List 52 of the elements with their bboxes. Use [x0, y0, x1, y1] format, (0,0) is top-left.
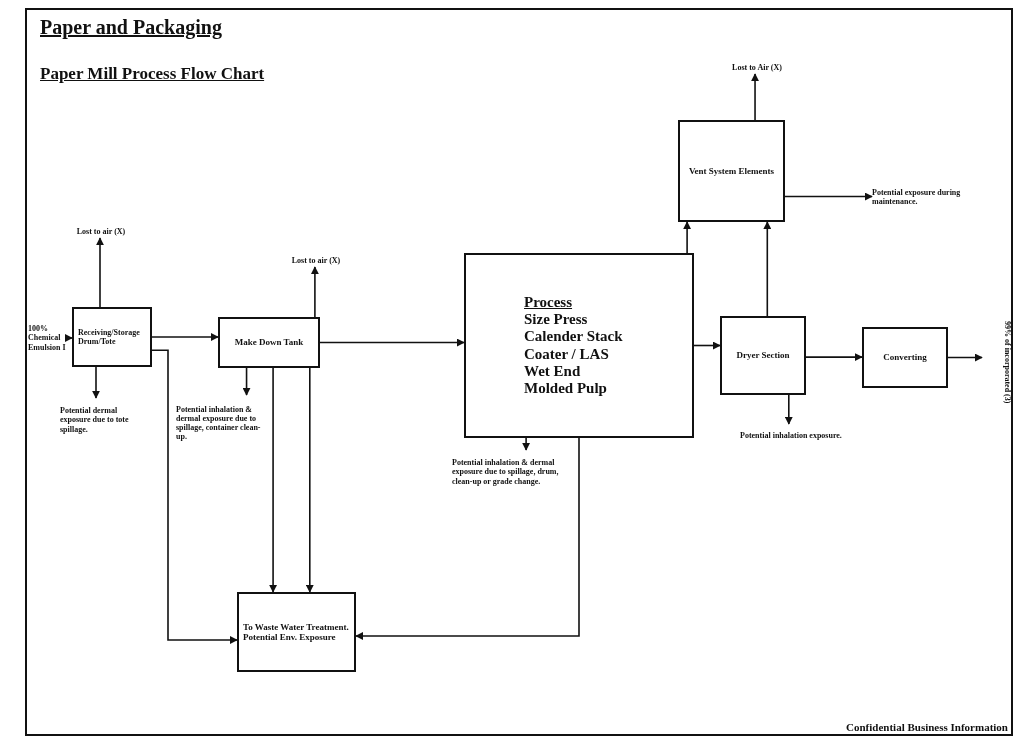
- title: Paper and Packaging: [40, 16, 222, 39]
- note-text: Potential inhalation exposure.: [740, 431, 843, 441]
- arrow: [355, 437, 580, 640]
- note-text: Lost to air (X): [75, 227, 127, 237]
- arrow: [269, 367, 278, 593]
- process-box: [862, 327, 948, 388]
- box-label: Size Press: [524, 311, 588, 329]
- note-text: Lost to Air (X): [731, 63, 783, 73]
- arrow: [784, 394, 793, 425]
- subtitle: Paper Mill Process Flow Chart: [40, 64, 265, 84]
- arrow: [96, 237, 104, 308]
- footer-note: Confidential Business Information: [846, 721, 1008, 733]
- process-box: [72, 307, 152, 367]
- arrow: [751, 73, 760, 121]
- arrow: [683, 221, 692, 254]
- arrow: [805, 353, 863, 362]
- box-label: Coater / LAS: [524, 345, 609, 363]
- box-heading: Process: [524, 293, 573, 311]
- arrow: [151, 349, 238, 644]
- box-label: Wet End: [524, 362, 581, 380]
- arrow: [151, 333, 219, 341]
- arrow: [310, 266, 319, 318]
- arrow: [784, 192, 873, 201]
- note-text: Potential dermal exposure due to tote spillage.: [60, 406, 130, 434]
- note-text: 99% of incorporated (3): [1002, 320, 1012, 404]
- process-box: [678, 120, 785, 222]
- arrow: [319, 338, 465, 347]
- arrow: [947, 353, 983, 362]
- box-label: Make Down Tank: [233, 337, 305, 348]
- note-text: Potential exposure during maintenance.: [872, 187, 962, 207]
- box-label: Calender Stack: [524, 328, 623, 346]
- process-box: [237, 592, 356, 672]
- box-label: Molded Pulp: [524, 380, 607, 398]
- arrow: [92, 366, 100, 399]
- arrow: [242, 367, 251, 396]
- note-text: Potential inhalation & dermal exposure due to spillage, drum, clean-up or grade change.: [452, 458, 560, 486]
- process-box: [218, 317, 320, 368]
- arrow: [693, 341, 721, 350]
- note-text: Lost to air (X): [290, 256, 342, 266]
- arrow: [64, 334, 73, 342]
- arrow: [305, 367, 314, 593]
- box-label: To Waste Water Treatment. Potential Env. Exposure: [243, 621, 350, 643]
- arrow: [763, 221, 772, 317]
- box-label: Dryer Section: [735, 350, 791, 361]
- process-box: [464, 253, 694, 438]
- process-box: [720, 316, 806, 395]
- note-text: 100% Chemical Emulsion I: [28, 324, 67, 352]
- note-text: Potential inhalation & dermal exposure due to spillage, container clean-up.: [176, 404, 262, 442]
- box-label: Vent System Elements: [687, 165, 776, 177]
- box-label: Converting: [882, 352, 928, 363]
- arrow: [522, 437, 531, 451]
- box-label: Receiving/Storage Drum/Tote: [78, 327, 141, 347]
